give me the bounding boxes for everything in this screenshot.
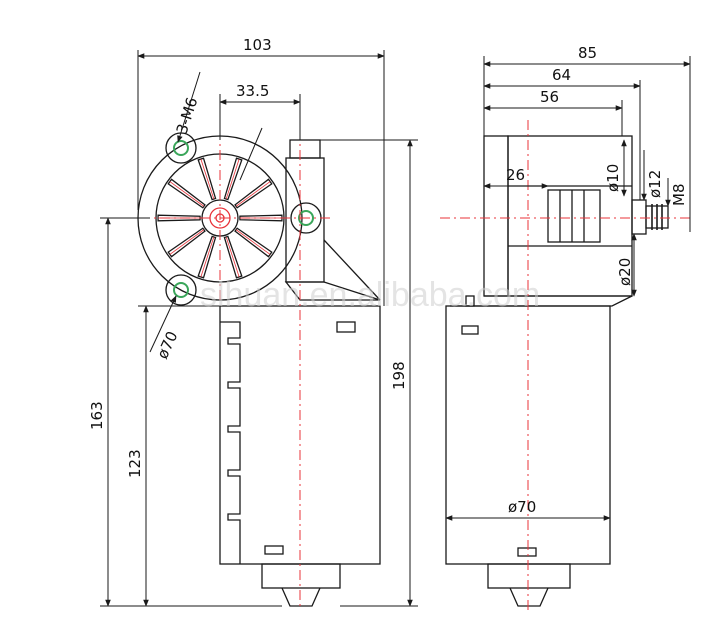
dim-dia-10: ø10 <box>604 164 622 192</box>
spoke <box>223 157 243 201</box>
dim-overall-width: 103 <box>243 36 272 54</box>
spoke-centerline <box>225 236 240 278</box>
dim-dia-20: ø20 <box>616 258 634 286</box>
spoke <box>223 235 243 279</box>
housing-spokes <box>157 157 283 279</box>
mount-hole-right <box>298 210 314 226</box>
side-motor-slot-bottom <box>517 547 537 557</box>
spoke <box>157 214 201 222</box>
spoke <box>234 227 273 258</box>
dim-motor-dia-front: ø70 <box>153 328 181 361</box>
mount-boss-top <box>165 132 197 164</box>
side-rear-boss <box>483 135 509 297</box>
spoke <box>167 227 206 258</box>
motor-label-slot <box>336 321 356 333</box>
dim-width-85: 85 <box>578 44 597 62</box>
watermark: slhuan.en.alibaba.com <box>200 276 540 314</box>
spoke <box>197 157 217 201</box>
dim-width-64: 64 <box>552 66 571 84</box>
dim-dia-12: ø12 <box>646 170 664 198</box>
side-motor-end-boss <box>509 587 549 607</box>
side-centerlines <box>440 120 690 612</box>
dim-body-height: 163 <box>88 401 106 430</box>
spoke-centerline <box>225 158 240 200</box>
front-centerlines <box>140 130 330 610</box>
spoke <box>234 178 273 209</box>
side-view <box>445 135 669 607</box>
side-motor-end-cap <box>487 563 571 589</box>
front-dimensions <box>100 50 418 607</box>
motor-side-notches <box>220 321 241 564</box>
spoke-centerline <box>235 181 271 207</box>
mount-boss-bottom <box>165 274 197 306</box>
side-dimensions <box>445 56 691 521</box>
spoke-centerline <box>200 236 215 278</box>
motor-bottom-slot <box>264 545 284 555</box>
spoke-centerline <box>169 181 205 207</box>
dim-total-height: 198 <box>390 361 408 390</box>
side-motor-slot-top <box>461 325 479 335</box>
side-terminal <box>465 295 475 307</box>
dim-offset: 33.5 <box>236 82 269 100</box>
side-dimension-labels: 85 64 56 26 ø10 ø12 M8 ø20 ø70 <box>506 44 688 516</box>
dim-width-56: 56 <box>540 88 559 106</box>
spoke-centerline <box>235 229 271 255</box>
spoke-centerline <box>200 158 215 200</box>
dim-width-26: 26 <box>506 166 525 184</box>
front-view <box>137 132 381 607</box>
side-gear-housing <box>507 135 633 297</box>
side-thread <box>651 204 663 230</box>
spoke <box>239 214 283 222</box>
motor-end-boss <box>281 587 321 607</box>
motor-end-cap <box>261 563 341 589</box>
spoke <box>167 178 206 209</box>
side-shaft-collar <box>631 199 647 235</box>
spoke-centerline <box>169 229 205 255</box>
dim-motor-height: 123 <box>126 449 144 478</box>
dim-thread: M8 <box>670 184 688 207</box>
mount-hole-bottom <box>173 282 189 298</box>
worm-bracket-diag <box>323 239 381 301</box>
dim-mount-holes: 3-M6 <box>173 95 202 136</box>
side-fins <box>547 189 601 243</box>
spoke <box>197 235 217 279</box>
worm-cap <box>289 139 321 159</box>
dim-motor-dia-side: ø70 <box>508 498 536 516</box>
